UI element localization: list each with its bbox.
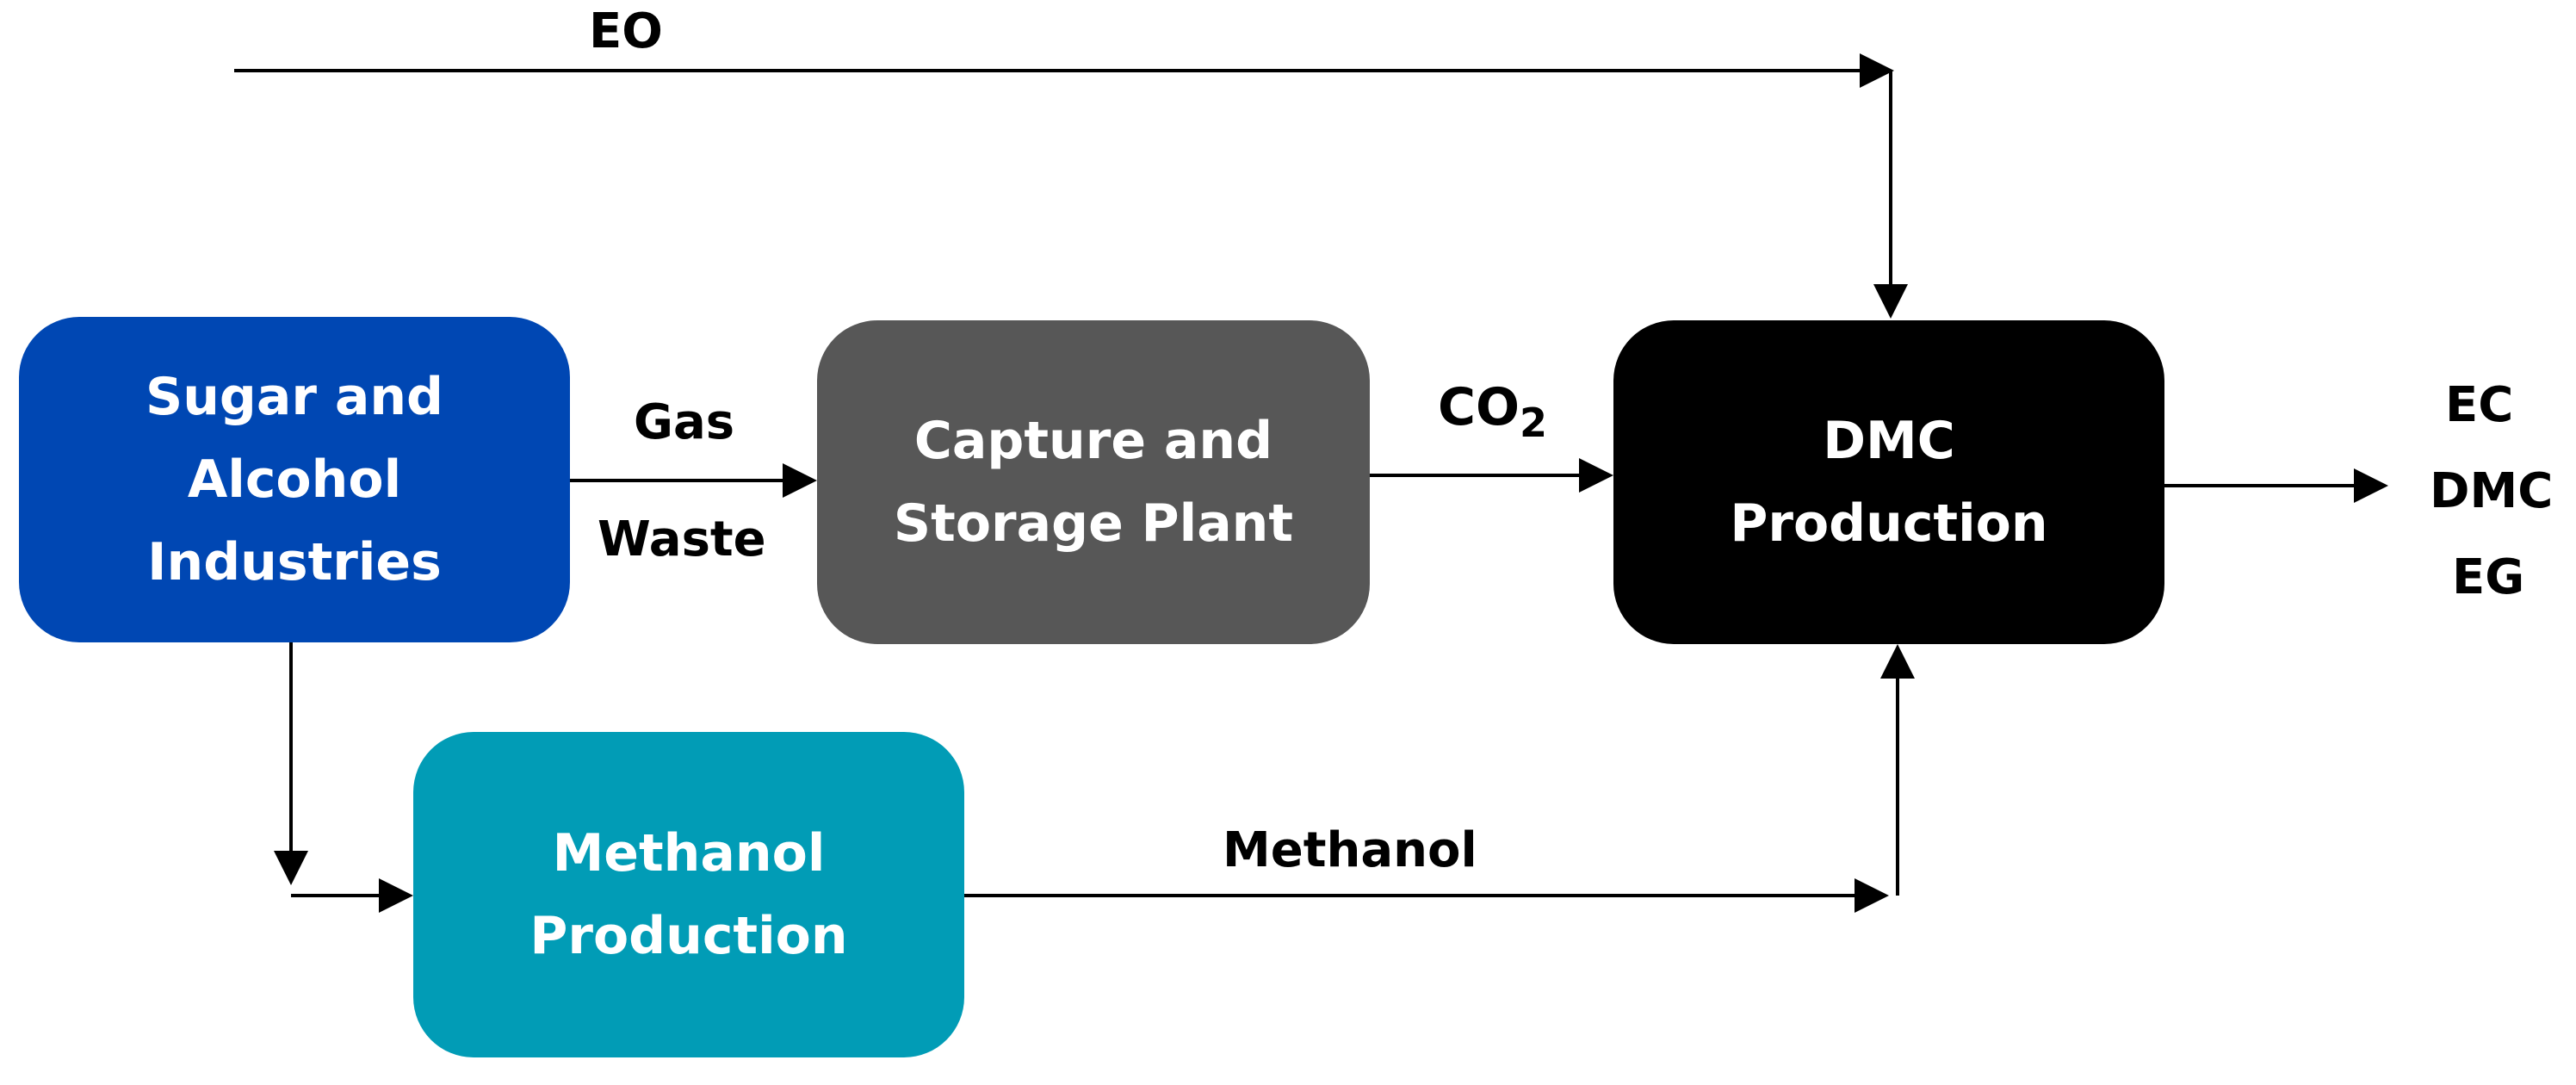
sugar-alcohol-industries-node: Sugar and Alcohol Industries [19,317,570,642]
co2-label: CO2 [1438,377,1547,446]
co2-label-subscript: 2 [1520,400,1548,446]
capture-storage-plant-node: Capture and Storage Plant [817,320,1370,644]
output-dmc-label: DMC [2430,463,2554,519]
output-ec-label: EC [2445,377,2514,433]
output-eg-label: EG [2452,549,2525,605]
methanol-label: Methanol [1223,822,1477,878]
gas-label: Gas [634,394,735,450]
eo-label: EO [589,3,663,59]
waste-label: Waste [598,512,766,567]
co2-label-base: CO [1438,377,1520,437]
methanol-production-node: Methanol Production [413,732,964,1057]
dmc-production-node: DMC Production [1613,320,2164,644]
